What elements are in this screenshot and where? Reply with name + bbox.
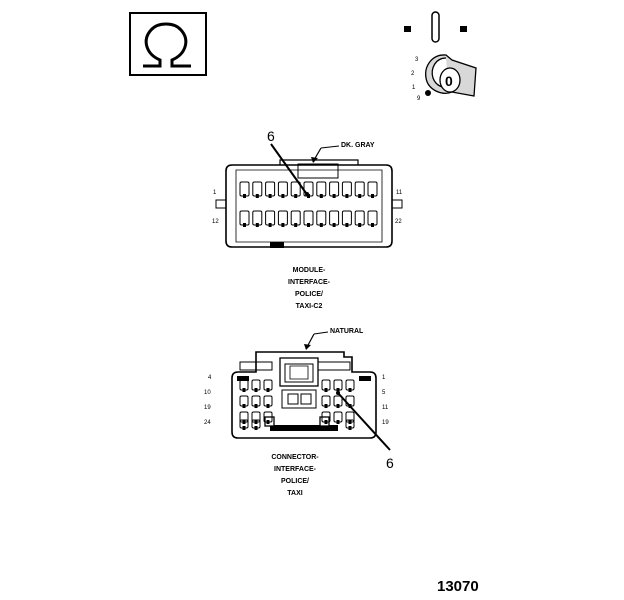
module-caption-line-1: MODULE- (293, 267, 326, 274)
vehicle-cavity (333, 411, 343, 424)
module-cavity (277, 181, 288, 198)
vehicle-cavity (251, 419, 261, 430)
vehicle-pin-11: 11 (382, 405, 389, 411)
module-cavity (239, 210, 250, 227)
vehicle-callout-6: 6 (386, 455, 394, 471)
vehicle-cavity (239, 419, 249, 430)
vehicle-pin-19-left: 19 (204, 405, 211, 411)
module-cavity (316, 210, 327, 227)
module-top-cavity-row (239, 181, 378, 198)
module-cavity (252, 210, 263, 227)
vehicle-pin-10: 10 (204, 390, 211, 396)
vehicle-cavity (263, 379, 273, 392)
vehicle-cavity (263, 411, 273, 424)
module-cavity (265, 181, 276, 198)
key-glyph: 0 (445, 73, 453, 89)
vehicle-cavity (321, 379, 331, 392)
vehicle-cavity (333, 379, 343, 392)
module-cavity (367, 210, 378, 227)
key-position-9: 9 (417, 96, 421, 102)
module-cavity (354, 210, 365, 227)
vehicle-cavity (251, 379, 261, 392)
ohmmeter-symbol: Ω (129, 12, 207, 76)
vehicle-cavity (251, 411, 261, 424)
key-position-1: 1 (412, 85, 416, 91)
vehicle-cavity (321, 411, 331, 424)
module-caption-line-2: INTERFACE- (288, 279, 331, 286)
vehicle-cavity (345, 379, 355, 392)
vehicle-caption-line-3: POLICE/ (281, 478, 309, 485)
vehicle-color-label: NATURAL (330, 328, 364, 335)
module-cavity (341, 181, 352, 198)
module-caption-line-4: TAXI-C2 (296, 303, 323, 310)
vehicle-pin-1: 1 (382, 375, 386, 381)
module-connector: DK. GRAY 1 11 12 22 6 MODULE- INTERFACE-… (212, 128, 403, 310)
module-pin-1: 1 (213, 190, 217, 196)
module-caption-line-3: POLICE/ (295, 291, 323, 298)
vehicle-connector: NATURAL 4 10 19 24 1 5 11 19 6 CONNECTOR… (204, 328, 394, 497)
vehicle-cavity (345, 419, 355, 430)
module-cavity (303, 181, 314, 198)
module-pin-11: 11 (396, 190, 403, 196)
module-cavity (329, 181, 340, 198)
module-pin-22: 22 (395, 219, 402, 225)
module-cavity (367, 181, 378, 198)
vehicle-cavity (321, 395, 331, 408)
module-cavity (316, 181, 327, 198)
vehicle-caption-line-2: INTERFACE- (274, 466, 317, 473)
module-cavity (329, 210, 340, 227)
module-color-label: DK. GRAY (341, 142, 375, 149)
module-cavity (354, 181, 365, 198)
vehicle-caption-line-1: CONNECTOR- (271, 454, 319, 461)
module-cavity (303, 210, 314, 227)
module-cavity (252, 181, 263, 198)
module-callout-6: 6 (267, 128, 275, 144)
vehicle-cavity (239, 411, 249, 424)
module-cavity (277, 210, 288, 227)
module-cavity (290, 181, 301, 198)
vehicle-pin-19-right: 19 (382, 420, 389, 426)
module-pin-12: 12 (212, 219, 219, 225)
vehicle-cavity (345, 411, 355, 424)
module-cavity (290, 210, 301, 227)
vehicle-caption-line-4: TAXI (287, 490, 302, 497)
vehicle-cavity (239, 379, 249, 392)
key-switch-icon: 0 3 2 1 9 (404, 11, 477, 102)
vehicle-cavity (333, 395, 343, 408)
vehicle-cavity-grid (239, 379, 355, 430)
vehicle-pin-4: 4 (208, 375, 212, 381)
vehicle-pin-24: 24 (204, 420, 211, 426)
module-cavity (265, 210, 276, 227)
figure-number: 13070 (437, 578, 479, 595)
module-cavity (341, 210, 352, 227)
vehicle-cavity (263, 395, 273, 408)
key-position-3: 3 (415, 57, 419, 63)
vehicle-cavity (251, 395, 261, 408)
vehicle-pin-5: 5 (382, 390, 386, 396)
vehicle-cavity (239, 395, 249, 408)
module-bottom-cavity-row (239, 210, 378, 227)
key-position-2: 2 (411, 71, 415, 77)
module-cavity (239, 181, 250, 198)
